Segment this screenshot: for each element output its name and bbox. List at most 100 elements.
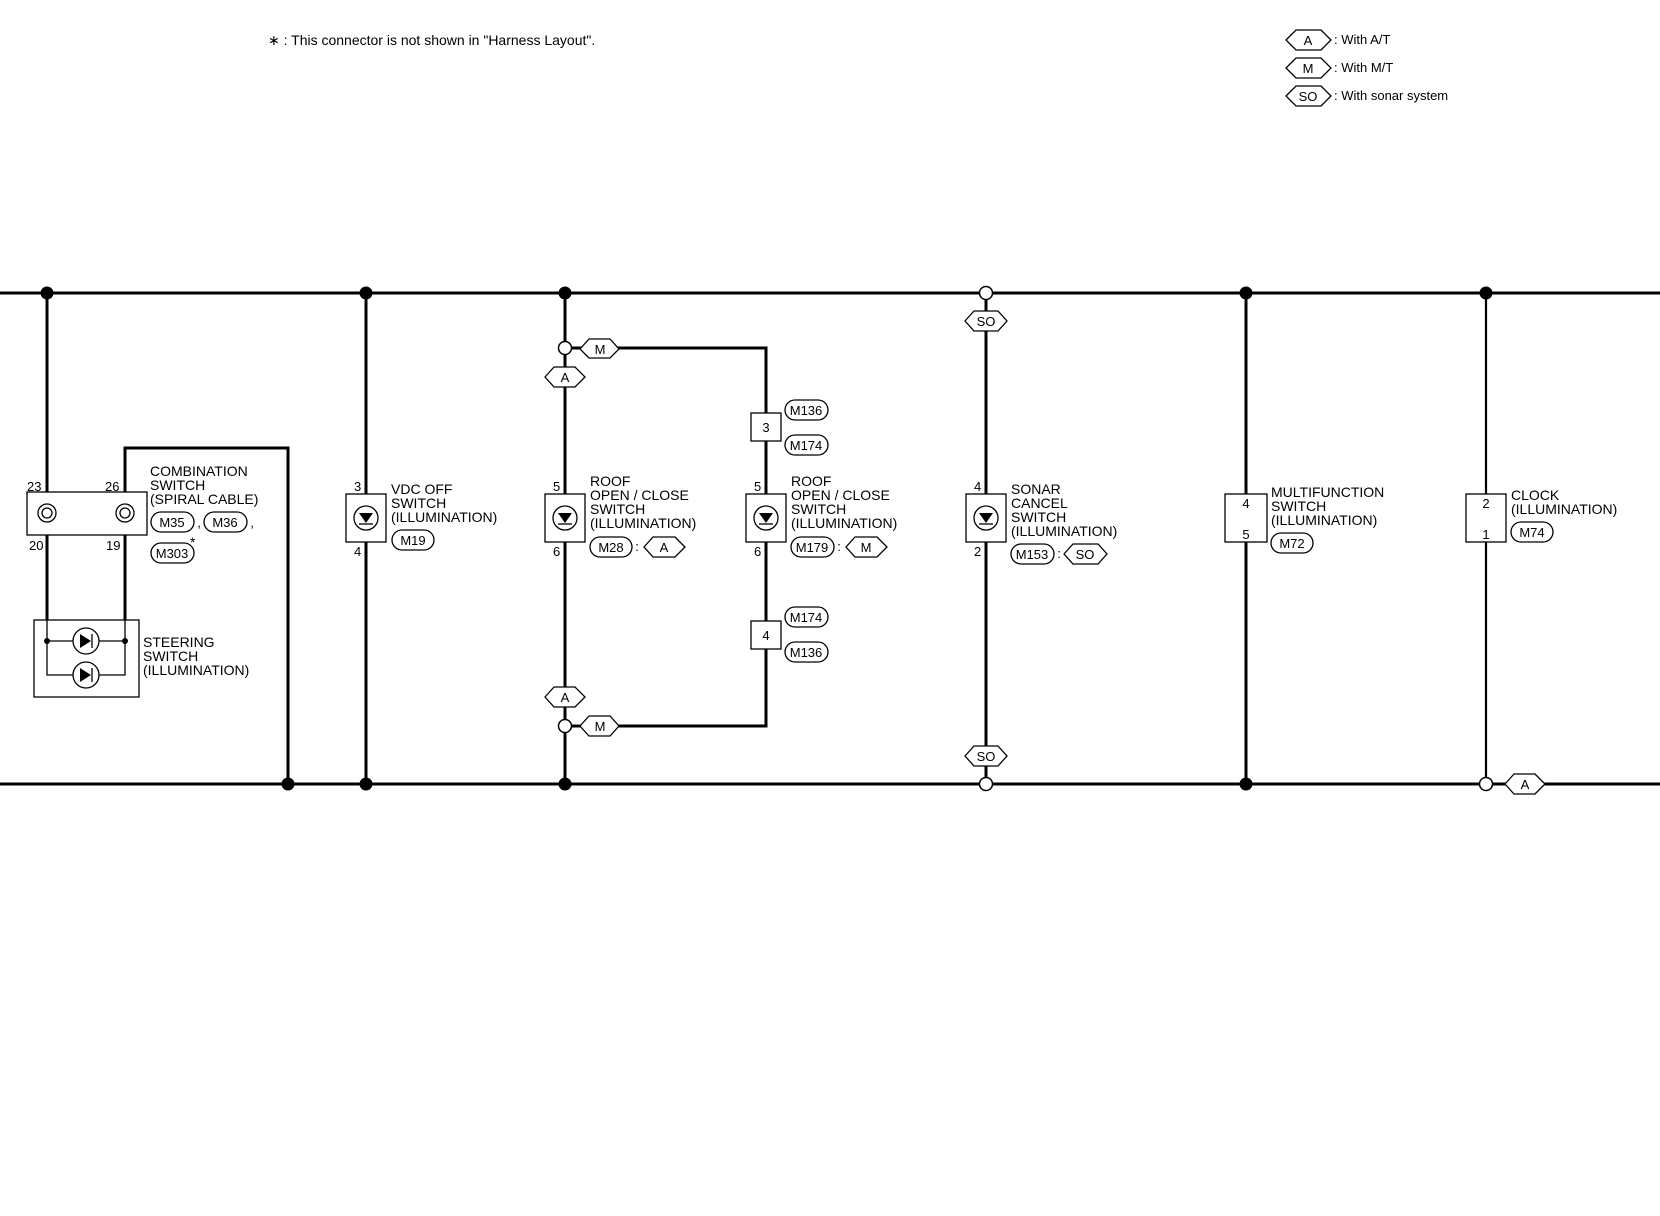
option-m-tag-icon [1285, 57, 1332, 79]
svg-text:A: A [561, 690, 570, 705]
pin-label: 6 [754, 544, 761, 559]
svg-text:A: A [1521, 777, 1530, 792]
legend-item-at: A : With A/T [1285, 29, 1390, 51]
svg-text:SWITCH: SWITCH [791, 501, 846, 517]
pin-label: 19 [106, 538, 120, 553]
pin-label: 4 [974, 479, 981, 494]
spiral-cable-icon [37, 503, 135, 523]
led-diode-icon [973, 505, 999, 531]
wire [565, 650, 768, 728]
svg-text:SWITCH: SWITCH [150, 477, 205, 493]
vdc-off-switch-group: 3 4 VDC OFF SWITCH (ILLUMINATION) M19 [345, 293, 497, 784]
footnote: ∗ : This connector is not shown in "Harn… [268, 32, 595, 48]
svg-text:(ILLUMINATION): (ILLUMINATION) [1011, 523, 1117, 539]
pin-label: 2 [974, 544, 981, 559]
svg-text:: With sonar system: : With sonar system [1334, 88, 1448, 103]
joint-connector-upper [750, 412, 782, 442]
svg-text:M: M [595, 342, 606, 357]
connector-tag: M136 M174 [784, 399, 829, 456]
pin-label: 26 [105, 479, 119, 494]
led-diode-icon [72, 661, 100, 689]
svg-text:A: A [561, 370, 570, 385]
svg-text:: With M/T: : With M/T [1334, 60, 1393, 75]
sonar-cancel-switch-group: SO SO 4 2 SONAR CANCEL SWITCH (ILLUMINAT… [964, 293, 1117, 784]
connector-tag: M153 : SO [1010, 543, 1108, 565]
pin-label: 6 [553, 544, 560, 559]
wire [123, 446, 290, 784]
connector-tag: M174 M136 [784, 606, 829, 663]
svg-text:M: M [595, 719, 606, 734]
svg-text:: With A/T: : With A/T [1334, 32, 1390, 47]
svg-text:M303: M303 [156, 546, 189, 561]
svg-text:(ILLUMINATION): (ILLUMINATION) [391, 509, 497, 525]
connector-tag: M28 : A [589, 536, 686, 558]
svg-text:(ILLUMINATION): (ILLUMINATION) [143, 662, 249, 678]
svg-text:M174: M174 [790, 610, 823, 625]
svg-text:CANCEL: CANCEL [1011, 495, 1068, 511]
svg-text:M19: M19 [400, 533, 425, 548]
connector-tag: M19 [391, 529, 435, 551]
svg-text::: : [635, 539, 639, 554]
svg-text:SWITCH: SWITCH [1271, 498, 1326, 514]
option-so-tag-icon: SO [964, 310, 1008, 332]
svg-text::: : [1057, 546, 1061, 561]
svg-text:(ILLUMINATION): (ILLUMINATION) [1511, 501, 1617, 517]
sonar-cancel-switch-box [965, 493, 1007, 543]
option-a-tag-icon [1285, 29, 1332, 51]
pin-label: 1 [1482, 527, 1489, 542]
roof-switch-at-group: M A A M 5 6 ROOF OPEN / CLOSE SWITCH (IL… [544, 293, 768, 784]
multifunction-switch-label: MULTIFUNCTION [1271, 484, 1384, 500]
option-m-tag-icon: M [579, 338, 620, 359]
combination-switch-box [26, 491, 148, 536]
svg-text:OPEN / CLOSE: OPEN / CLOSE [791, 487, 890, 503]
pin-label: 2 [1482, 496, 1489, 511]
splice-dot-icon [40, 286, 1493, 791]
connector-tag: M35 , M36 , M303 * [150, 511, 254, 564]
svg-text:M153: M153 [1016, 547, 1049, 562]
multifunction-switch-box [1224, 493, 1268, 543]
svg-text:*: * [190, 534, 196, 550]
legend-item-mt: M : With M/T [1285, 57, 1393, 79]
svg-text:SWITCH: SWITCH [143, 648, 198, 664]
connector-tag: M179 : M [790, 536, 888, 558]
svg-text:M74: M74 [1519, 525, 1544, 540]
svg-text:M35: M35 [159, 515, 184, 530]
option-a-tag-icon: A [544, 686, 586, 708]
pin-label: 23 [27, 479, 41, 494]
svg-text:M36: M36 [212, 515, 237, 530]
pin-label: 5 [1242, 527, 1249, 542]
svg-text:M179: M179 [796, 540, 829, 555]
pin-label: 5 [553, 479, 560, 494]
connector-tag: M72 [1270, 532, 1314, 554]
svg-text:M: M [1303, 61, 1314, 76]
svg-text:(SPIRAL CABLE): (SPIRAL CABLE) [150, 491, 258, 507]
svg-text:,: , [197, 515, 201, 530]
svg-text::: : [837, 539, 841, 554]
vdc-off-switch-label: VDC OFF [391, 481, 452, 497]
pin-label: 4 [1242, 496, 1249, 511]
combination-switch-label: COMBINATION [150, 463, 248, 479]
svg-text:SO: SO [1299, 89, 1318, 104]
option-branch-circle-icon [557, 285, 1494, 792]
wire [565, 346, 768, 411]
svg-text:SWITCH: SWITCH [391, 495, 446, 511]
clock-box [1465, 493, 1507, 543]
option-a-tag-icon: A [1504, 773, 1546, 795]
option-a-tag-icon: A [544, 366, 586, 388]
sonar-cancel-switch-label: SONAR [1011, 481, 1061, 497]
clock-label: CLOCK [1511, 487, 1560, 503]
option-so-tag-icon [1285, 85, 1332, 107]
clock-group: 2 1 CLOCK (ILLUMINATION) M74 A [1465, 293, 1617, 795]
legend: A : With A/T M : With M/T SO : With sona… [1285, 29, 1448, 107]
svg-text:SO: SO [977, 749, 996, 764]
svg-text:A: A [660, 540, 669, 555]
svg-text:M136: M136 [790, 403, 823, 418]
pin-label: 3 [762, 420, 769, 435]
svg-text:M174: M174 [790, 438, 823, 453]
svg-text:M: M [861, 540, 872, 555]
svg-text:,: , [250, 515, 254, 530]
option-m-tag-icon: M [579, 715, 620, 737]
svg-text:OPEN / CLOSE: OPEN / CLOSE [590, 487, 689, 503]
svg-text:SWITCH: SWITCH [590, 501, 645, 517]
